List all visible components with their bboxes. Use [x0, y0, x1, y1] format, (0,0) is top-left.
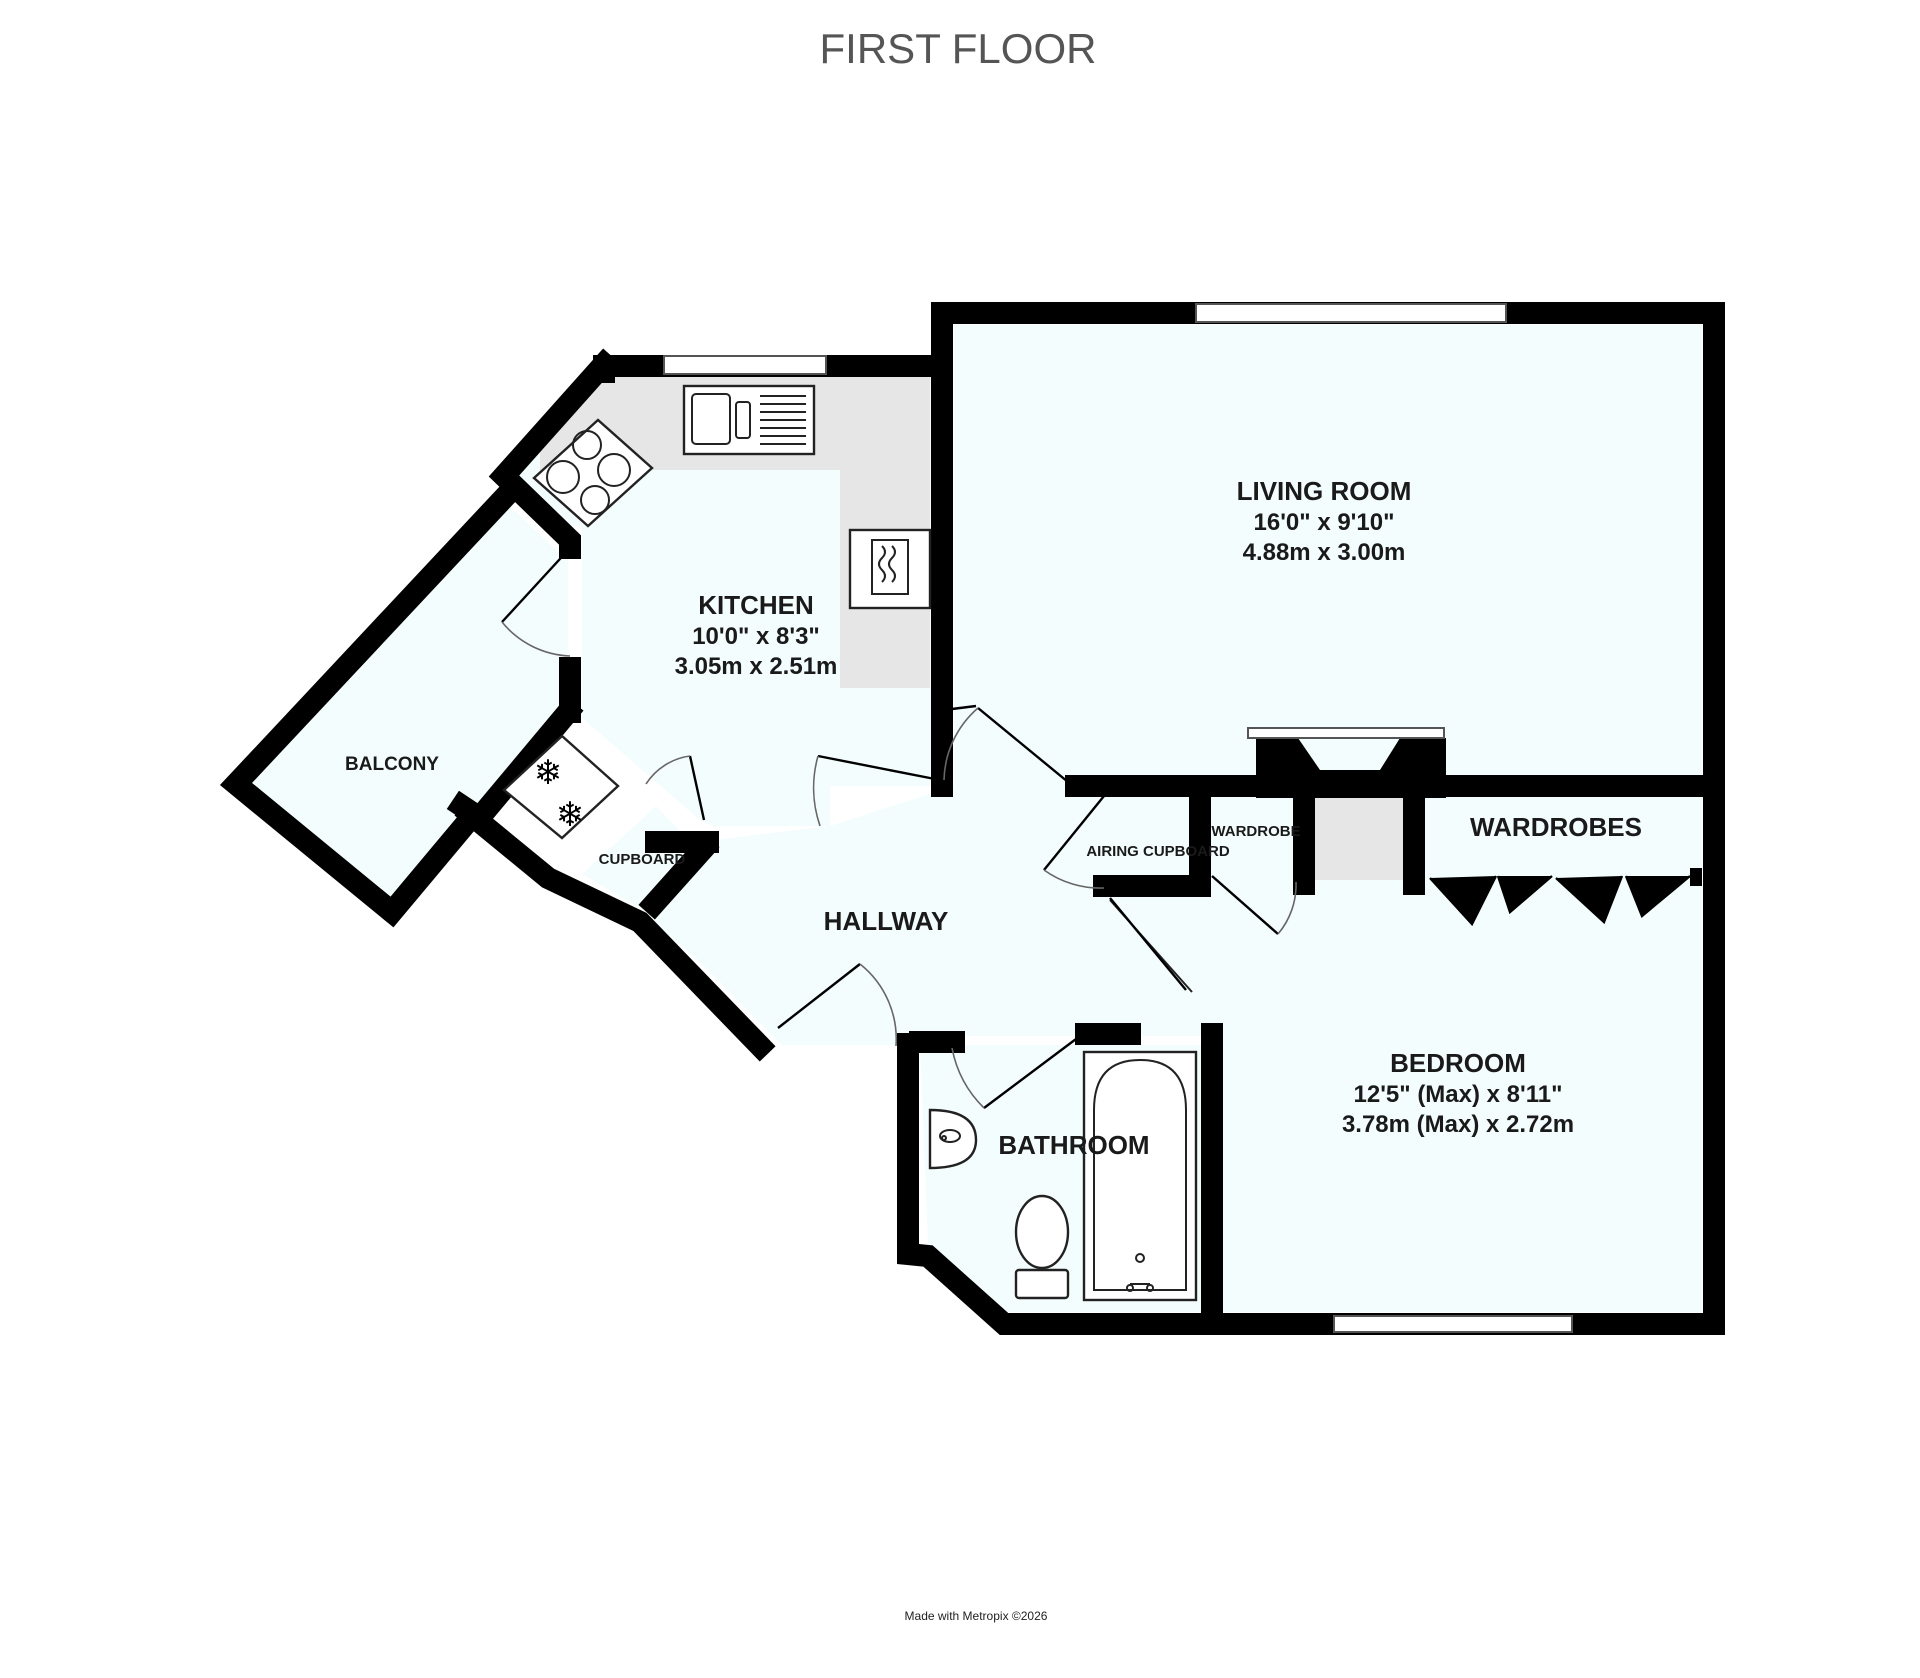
- bedroom-name: BEDROOM: [1390, 1048, 1526, 1078]
- kitchen-worktops: [540, 374, 1406, 880]
- wardrobes-doors: [1429, 868, 1702, 927]
- balcony-door-swing: [501, 621, 571, 657]
- windows: [663, 303, 1573, 1333]
- balcony-floor: [244, 500, 568, 908]
- bedroom-door-leaf: [1109, 897, 1187, 991]
- bath-icon: [1082, 1050, 1198, 1302]
- kitchen-door-swing: [812, 755, 821, 827]
- kitchen-diagonal-wall: [488, 348, 620, 559]
- airing-cupboard-door-leaf: [1043, 795, 1105, 871]
- walls: [219, 302, 1725, 1335]
- balcony-door-leaf: [501, 547, 571, 623]
- kitchen-window: [663, 355, 827, 375]
- hallway-floor: [646, 786, 1190, 1045]
- sink-icon: [682, 384, 816, 456]
- hall-left-door-swing: [859, 963, 898, 1047]
- living-room-window: [1195, 303, 1507, 323]
- chimney-window-strip: [1247, 727, 1445, 739]
- kitchen-label: KITCHEN 10'0" x 8'3" 3.05m x 2.51m: [675, 590, 838, 680]
- living-room-label: LIVING ROOM 16'0" x 9'10" 4.88m x 3.00m: [1237, 476, 1412, 566]
- kitchen-door-leaf: [817, 754, 941, 782]
- cupboard-name: CUPBOARD: [599, 851, 686, 868]
- cupboard-door-swing: [645, 755, 691, 785]
- living-room-door-leaf-2: [977, 707, 1069, 783]
- fridge-freezer-icon: ❄ ❄: [502, 734, 620, 840]
- cupboard-door-leaf: [688, 755, 706, 821]
- wardrobes-name: WARDROBES: [1470, 812, 1642, 842]
- living-room-dim-imperial: 16'0" x 9'10": [1254, 509, 1395, 536]
- living-room-name: LIVING ROOM: [1237, 476, 1412, 506]
- airing-cupboard-floor: [1058, 786, 1192, 898]
- bathroom-name: BATHROOM: [998, 1130, 1149, 1160]
- bedroom-window: [1333, 1315, 1573, 1333]
- airing-cupboard-wall: [1093, 775, 1211, 897]
- bedroom-label: BEDROOM 12'5" (Max) x 8'11" 3.78m (Max) …: [1342, 1048, 1574, 1138]
- svg-text:❄: ❄: [534, 754, 563, 792]
- bathroom-door-swing: [951, 1047, 985, 1109]
- lower-left-diagonal-wall: [454, 798, 776, 1062]
- fridge-wall: [470, 696, 584, 826]
- wardrobe-name: WARDROBE: [1211, 823, 1300, 840]
- wardrobe-door-leaf: [1211, 875, 1279, 935]
- hall-left-door-leaf: [777, 963, 861, 1029]
- toilet-icon: [1014, 1194, 1070, 1300]
- bedroom-dim-imperial: 12'5" (Max) x 8'11": [1354, 1081, 1563, 1108]
- metropix-credit: Made with Metropix ©2026: [905, 1609, 1048, 1623]
- wardrobe-floor: [1204, 786, 1296, 898]
- kitchen-dim-imperial: 10'0" x 8'3": [692, 623, 820, 650]
- bathroom-door-leaf: [983, 1035, 1081, 1109]
- radiator-icon: [848, 528, 932, 610]
- floor-title: FIRST FLOOR: [820, 25, 1097, 72]
- airing-cupboard-door-swing: [1043, 869, 1105, 889]
- living-room-floor: [954, 325, 1702, 786]
- kitchen-dim-metric: 3.05m x 2.51m: [675, 653, 838, 680]
- hob-icon: [532, 418, 654, 528]
- chimney-breast-recess: [1310, 790, 1406, 880]
- living-room-door-leaf: [943, 704, 977, 712]
- kitchen-name: KITCHEN: [698, 590, 814, 620]
- cupboard-side-wall: [638, 832, 720, 920]
- living-room-door-swing: [943, 707, 979, 781]
- svg-text:❄: ❄: [556, 796, 585, 834]
- living-room-dim-metric: 4.88m x 3.00m: [1243, 539, 1406, 566]
- hallway-name: HALLWAY: [824, 906, 949, 936]
- balcony-name: BALCONY: [345, 754, 439, 775]
- wardrobes-floor: [1416, 786, 1702, 884]
- airing-cupboard-name: AIRING CUPBOARD: [1086, 843, 1230, 860]
- doors: [501, 547, 1297, 1109]
- wardrobe-door-swing: [1277, 881, 1297, 935]
- basin-icon: [928, 1108, 978, 1170]
- bedroom-dim-metric: 3.78m (Max) x 2.72m: [1342, 1111, 1574, 1138]
